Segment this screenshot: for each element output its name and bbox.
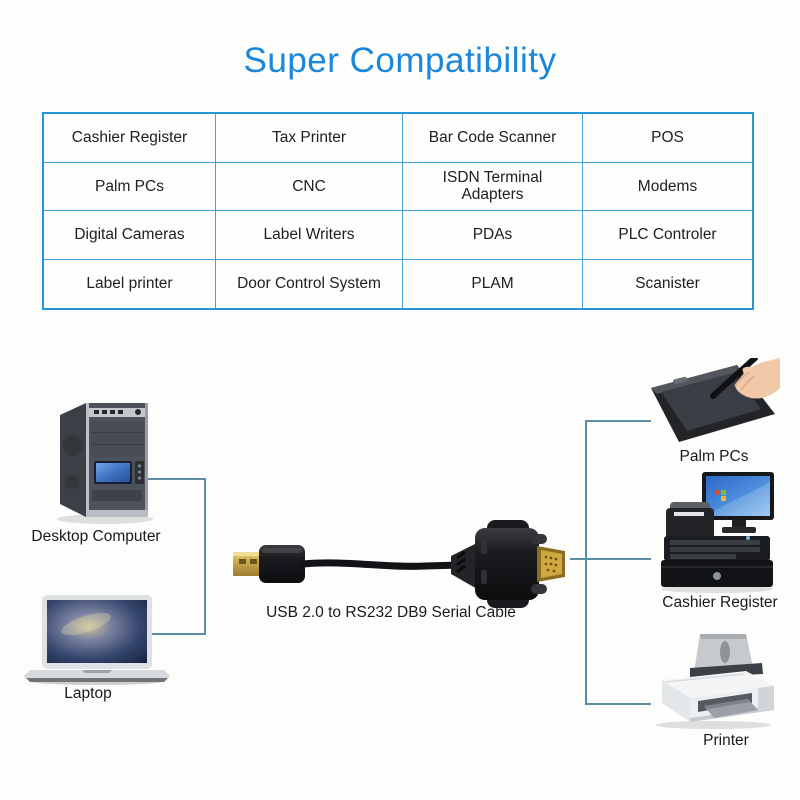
table-cell: POS	[583, 114, 752, 163]
left-bracket-bottom-line	[152, 633, 206, 635]
table-cell: Modems	[583, 163, 752, 211]
table-cell-text: Door Control System	[237, 275, 381, 293]
table-cell-text: Digital Cameras	[74, 226, 185, 244]
table-cell: Cashier Register	[44, 114, 216, 163]
right-bracket-bottom-line	[585, 703, 651, 705]
palm-pc-label: Palm PCs	[679, 448, 749, 465]
usb-rs232-cable-image	[233, 520, 565, 608]
right-bracket-middle-line	[570, 558, 651, 560]
table-cell-text: PLC Controler	[618, 226, 717, 244]
table-cell: PLAM	[403, 259, 583, 308]
table-cell: Digital Cameras	[44, 211, 216, 260]
cashier-register-label: Cashier Register	[662, 594, 778, 611]
table-cell-text: Label Writers	[263, 226, 355, 244]
right-bracket-top-line	[585, 420, 651, 422]
cable-label: USB 2.0 to RS232 DB9 Serial Cable	[266, 604, 516, 621]
table-cell-text: Bar Code Scanner	[428, 129, 557, 147]
printer-label: Printer	[703, 732, 749, 749]
cashier-register-image	[661, 472, 774, 593]
table-cell: Label Writers	[216, 211, 403, 260]
printer-image	[655, 634, 774, 729]
table-cell-text: PDAs	[472, 226, 513, 244]
table-cell: PDAs	[403, 211, 583, 260]
desktop-computer-label: Desktop Computer	[31, 528, 161, 545]
table-cell: Door Control System	[216, 259, 403, 308]
table-cell-text: ISDN Terminal Adapters	[442, 168, 543, 204]
table-cell-text: POS	[651, 129, 684, 147]
left-bracket-top-line	[148, 478, 205, 480]
palm-pc-image	[651, 358, 780, 442]
table-cell-text: Tax Printer	[271, 129, 347, 147]
desktop-computer-image	[57, 403, 153, 524]
left-bracket-vertical-line	[204, 478, 206, 635]
table-cell: Palm PCs	[44, 162, 216, 211]
table-cell: Label printer	[44, 259, 216, 308]
right-bracket-vertical-line	[585, 420, 587, 705]
laptop-image	[24, 595, 170, 685]
table-cell-text: Label printer	[86, 275, 173, 293]
table-cell-text: PLAM	[471, 275, 514, 293]
table-cell: Tax Printer	[216, 114, 403, 163]
page-title: Super Compatibility	[243, 41, 557, 80]
table-cell-text: Cashier Register	[71, 129, 188, 147]
table-cell: Bar Code Scanner	[403, 114, 583, 163]
table-cell: PLC Controler	[583, 211, 752, 260]
table-cell: CNC	[216, 162, 403, 211]
laptop-label: Laptop	[64, 685, 112, 702]
compatibility-table: Cashier Register Tax Printer Bar Code Sc…	[42, 112, 754, 310]
table-cell-text: CNC	[292, 177, 326, 195]
table-cell-text: Scanister	[635, 275, 700, 293]
table-cell: ISDN Terminal Adapters	[403, 162, 583, 211]
table-cell: Scanister	[583, 260, 752, 309]
table-cell-text: Palm PCs	[95, 177, 164, 195]
table-cell-text: Modems	[637, 177, 698, 195]
